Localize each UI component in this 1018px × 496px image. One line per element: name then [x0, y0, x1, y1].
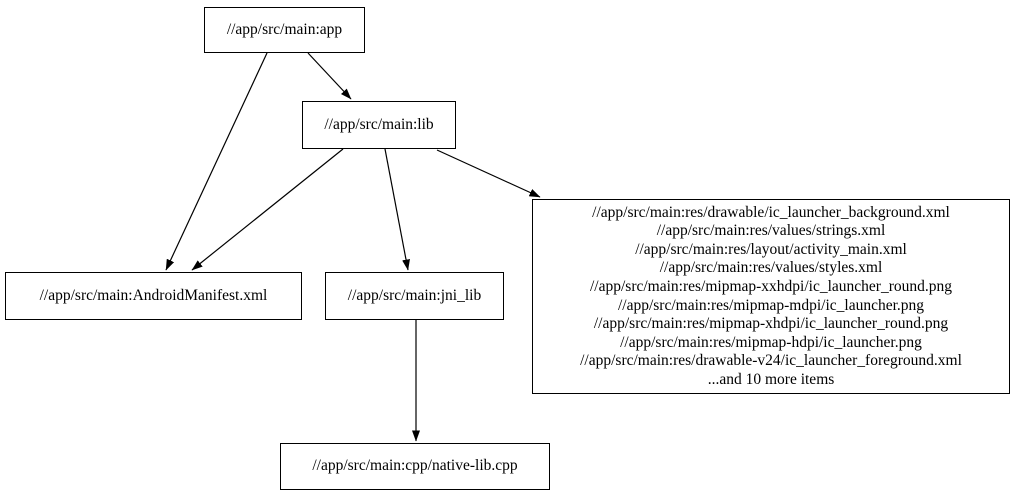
- resource-line: //app/src/main:res/mipmap-mdpi/ic_launch…: [617, 296, 925, 314]
- resource-line: //app/src/main:res/values/strings.xml: [656, 222, 886, 240]
- resource-line: //app/src/main:res/mipmap-hdpi/ic_launch…: [620, 333, 922, 351]
- resource-line: //app/src/main:res/mipmap-xhdpi/ic_launc…: [593, 315, 949, 333]
- resource-line: //app/src/main:res/values/styles.xml: [659, 259, 883, 277]
- resource-line: //app/src/main:res/mipmap-xxhdpi/ic_laun…: [589, 277, 952, 295]
- node-resources-list: //app/src/main:res/drawable/ic_launcher_…: [532, 199, 1010, 394]
- edge-lib-to-android-manifest: [191, 148, 344, 271]
- resource-line: //app/src/main:res/drawable/ic_launcher_…: [592, 203, 950, 221]
- node-jni-lib: //app/src/main:jni_lib: [325, 272, 504, 320]
- resource-line-more-items: ...and 10 more items: [707, 370, 835, 388]
- edge-app-to-lib: [307, 52, 352, 100]
- node-android-manifest-label: //app/src/main:AndroidManifest.xml: [39, 286, 268, 304]
- node-lib-target: //app/src/main:lib: [302, 101, 456, 149]
- node-lib-label: //app/src/main:lib: [324, 115, 434, 133]
- node-native-lib-cpp-label: //app/src/main:cpp/native-lib.cpp: [312, 457, 518, 475]
- edge-app-to-android-manifest: [165, 52, 268, 271]
- resource-line: //app/src/main:res/layout/activity_main.…: [635, 240, 907, 258]
- node-app-label: //app/src/main:app: [226, 20, 343, 38]
- resource-line: //app/src/main:res/drawable-v24/ic_launc…: [580, 352, 962, 370]
- edge-lib-to-resources: [436, 149, 541, 198]
- node-android-manifest: //app/src/main:AndroidManifest.xml: [5, 272, 302, 320]
- node-app-target: //app/src/main:app: [204, 7, 365, 53]
- node-native-lib-cpp: //app/src/main:cpp/native-lib.cpp: [280, 443, 550, 490]
- node-jni-lib-label: //app/src/main:jni_lib: [347, 286, 482, 304]
- edge-lib-to-jni-lib: [384, 148, 410, 271]
